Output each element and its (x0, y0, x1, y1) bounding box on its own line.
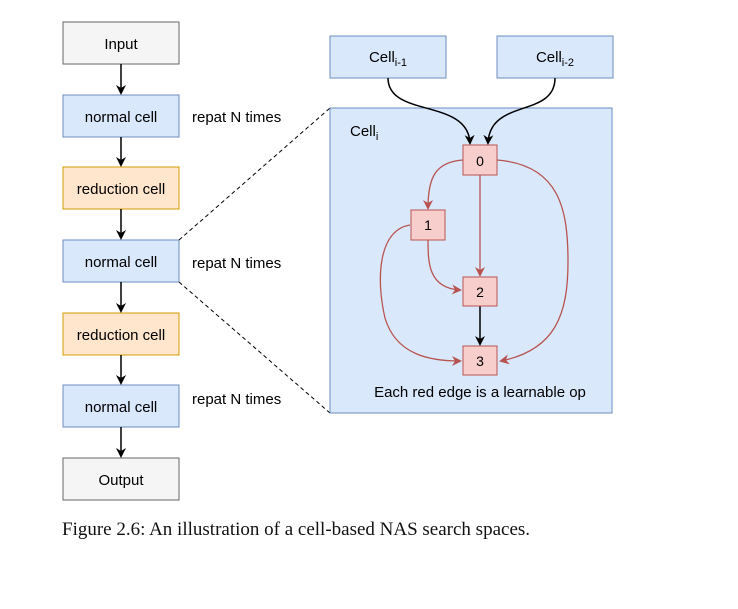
prev-cell-1-label: Celli-1 (369, 49, 407, 69)
edge-node1-to-node3 (379, 224, 462, 366)
output-label: Output (98, 472, 144, 489)
edge-node0-to-node3 (496, 159, 569, 365)
node-0-label: 0 (476, 153, 484, 169)
reduction-cell-label: reduction cell (77, 181, 165, 198)
learnable-op-note: Each red edge is a learnable op (374, 384, 586, 401)
edge-node1-to-node2 (427, 238, 462, 295)
prev-cell-1-block: Celli-1 (329, 35, 447, 79)
normal-cell-block-1: normal cell (62, 94, 180, 138)
edge-prev2-to-node0 (483, 77, 556, 145)
current-cell-label: Celli (350, 123, 378, 143)
normal-cell-block-3: normal cell (62, 384, 180, 428)
node-2-label: 2 (476, 284, 484, 300)
reduction-cell-block-1: reduction cell (62, 166, 180, 210)
prev-cell-2-block: Celli-2 (496, 35, 614, 79)
prev-cell-2-label: Celli-2 (536, 49, 574, 69)
node-1-label: 1 (424, 217, 432, 233)
zoom-lines (178, 107, 331, 414)
repeat-label: repat N times (192, 391, 281, 408)
node-0: 0 (462, 144, 498, 176)
normal-cell-label: normal cell (85, 399, 158, 416)
input-edges (387, 77, 556, 145)
node-2: 2 (462, 276, 498, 307)
repeat-label: repat N times (192, 109, 281, 126)
input-label: Input (104, 36, 138, 53)
node-3: 3 (462, 345, 498, 376)
edge-node0-to-node1 (423, 159, 464, 210)
edge-prev1-to-node0 (387, 77, 475, 145)
input-block: Input (62, 21, 180, 65)
node-3-label: 3 (476, 353, 484, 369)
zoom-line-bottom (178, 281, 331, 414)
learnable-edges (379, 159, 569, 366)
node-1: 1 (410, 209, 446, 241)
normal-cell-label: normal cell (85, 109, 158, 126)
zoom-line-top (178, 107, 331, 241)
repeat-label: repat N times (192, 255, 281, 272)
normal-cell-label: normal cell (85, 254, 158, 271)
figure-caption: Figure 2.6: An illustration of a cell-ba… (62, 519, 531, 540)
output-block: Output (62, 457, 180, 501)
normal-cell-block-2: normal cell (62, 239, 180, 283)
reduction-cell-label: reduction cell (77, 327, 165, 344)
reduction-cell-block-2: reduction cell (62, 312, 180, 356)
